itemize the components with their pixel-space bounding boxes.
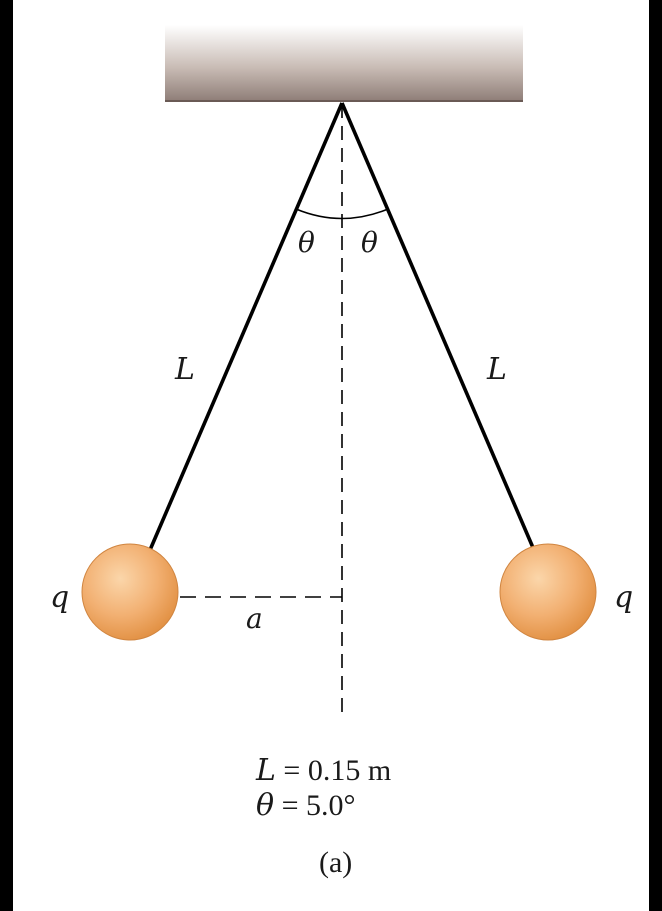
length-left-label: L: [174, 352, 195, 387]
right-string: [340, 102, 536, 551]
charge-left-label: q: [50, 580, 69, 615]
left-string: [148, 102, 344, 551]
length-given-symbol: L: [255, 753, 276, 788]
length-given-value: = 0.15 m: [276, 754, 391, 787]
right-charged-ball: [499, 543, 597, 641]
theta-left-label: θ: [298, 226, 315, 259]
figure-canvas: θ θ L L q q a L = 0.15 m θ = 5.0° (a): [13, 0, 649, 911]
length-right-label: L: [486, 352, 507, 387]
separation-label: a: [246, 602, 263, 635]
angle-given-value: = 5.0°: [274, 789, 355, 822]
left-charged-ball: [81, 543, 179, 641]
angle-given-symbol: θ: [256, 788, 274, 823]
theta-right-label: θ: [361, 226, 378, 259]
angle-arc: [295, 208, 389, 220]
charge-right-label: q: [614, 580, 633, 615]
ceiling-support: [165, 25, 523, 102]
figure-caption: (a): [319, 846, 352, 879]
pendulum-diagram: θ θ L L q q a L = 0.15 m θ = 5.0° (a): [50, 25, 633, 879]
length-given: L = 0.15 m: [255, 753, 391, 788]
angle-given: θ = 5.0°: [256, 788, 355, 823]
